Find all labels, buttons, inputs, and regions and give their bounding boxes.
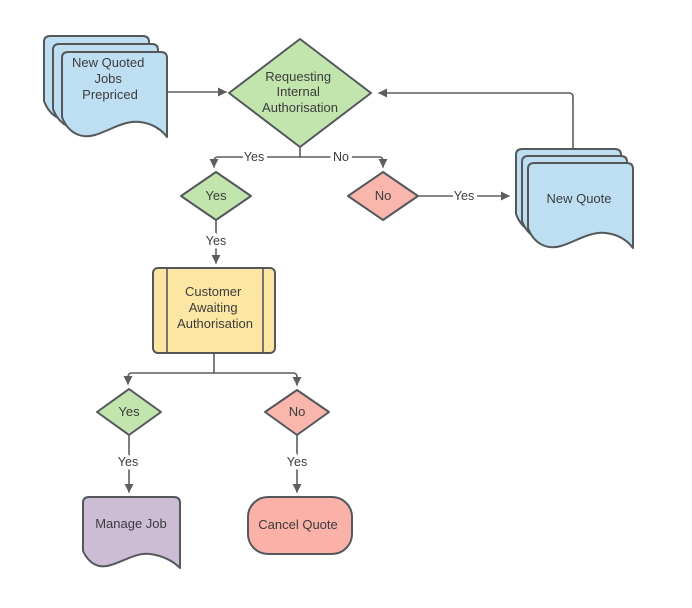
node-label: Yes <box>118 404 140 419</box>
edge-requesting-to-no <box>299 156 388 168</box>
edge-label-no-to-cancel-quote: Yes <box>287 455 307 469</box>
node-label: New Quoted Jobs Prepriced <box>72 55 148 102</box>
edge-label-yes-to-manage-job: Yes <box>118 455 138 469</box>
node-customer-awaiting-authorisation[interactable]: Customer Awaiting Authorisation <box>152 267 276 354</box>
node-label: Manage Job <box>95 516 167 531</box>
edge-labels: Yes No Yes Yes Yes Yes <box>114 147 477 473</box>
decision-diamond <box>347 171 419 221</box>
label-line: New Quoted <box>72 55 144 70</box>
document-front-sheet <box>61 51 168 138</box>
node-label: Requesting Internal Authorisation <box>262 69 338 115</box>
edge-customer-to-no <box>213 372 302 386</box>
edge-label-top-right-no: No <box>333 150 349 164</box>
node-new-quote[interactable]: New Quote <box>515 148 634 249</box>
decision-diamond <box>264 389 330 436</box>
decision-diamond <box>228 38 372 148</box>
node-label: Yes <box>205 188 227 203</box>
label-line: Prepriced <box>82 87 138 102</box>
decision-diamond <box>180 171 252 221</box>
node-customer-auth-yes[interactable]: Yes <box>96 388 162 436</box>
node-manage-job[interactable]: Manage Job <box>82 496 181 569</box>
node-internal-auth-yes[interactable]: Yes <box>180 171 252 221</box>
edge-new-quote-to-requesting <box>378 88 574 149</box>
edge-customer-to-yes <box>123 372 215 385</box>
edge-label-no-to-new-quote: Yes <box>454 189 474 203</box>
edges <box>123 87 574 493</box>
node-new-quoted-jobs-prepriced[interactable]: New Quoted Jobs Prepriced <box>43 35 168 138</box>
node-label: Cancel Quote <box>258 517 338 532</box>
node-requesting-internal-authorisation[interactable]: Requesting Internal Authorisation <box>228 38 372 148</box>
node-cancel-quote[interactable]: Cancel Quote <box>247 496 353 555</box>
node-internal-auth-no[interactable]: No <box>347 171 419 221</box>
node-label: New Quote <box>546 191 611 206</box>
label-line: Awaiting <box>189 300 238 315</box>
label-line: Authorisation <box>262 100 338 115</box>
document-sheet <box>82 496 181 569</box>
node-label: No <box>289 404 306 419</box>
label-line: Jobs <box>94 71 122 86</box>
node-label: Customer Awaiting Authorisation <box>177 284 253 331</box>
label-line: Requesting <box>265 69 331 84</box>
edge-label-top-left-yes: Yes <box>244 150 264 164</box>
label-line: Authorisation <box>177 316 253 331</box>
node-customer-auth-no[interactable]: No <box>264 389 330 436</box>
edge-label-yes-to-customer: Yes <box>206 234 226 248</box>
node-label: No <box>375 188 392 203</box>
edge-requesting-to-yes <box>209 156 301 168</box>
decision-diamond <box>96 388 162 436</box>
label-line: Customer <box>185 284 242 299</box>
document-front-sheet <box>527 162 634 249</box>
label-line: Internal <box>277 84 320 99</box>
process-box <box>152 267 276 354</box>
terminator-box <box>247 496 353 555</box>
